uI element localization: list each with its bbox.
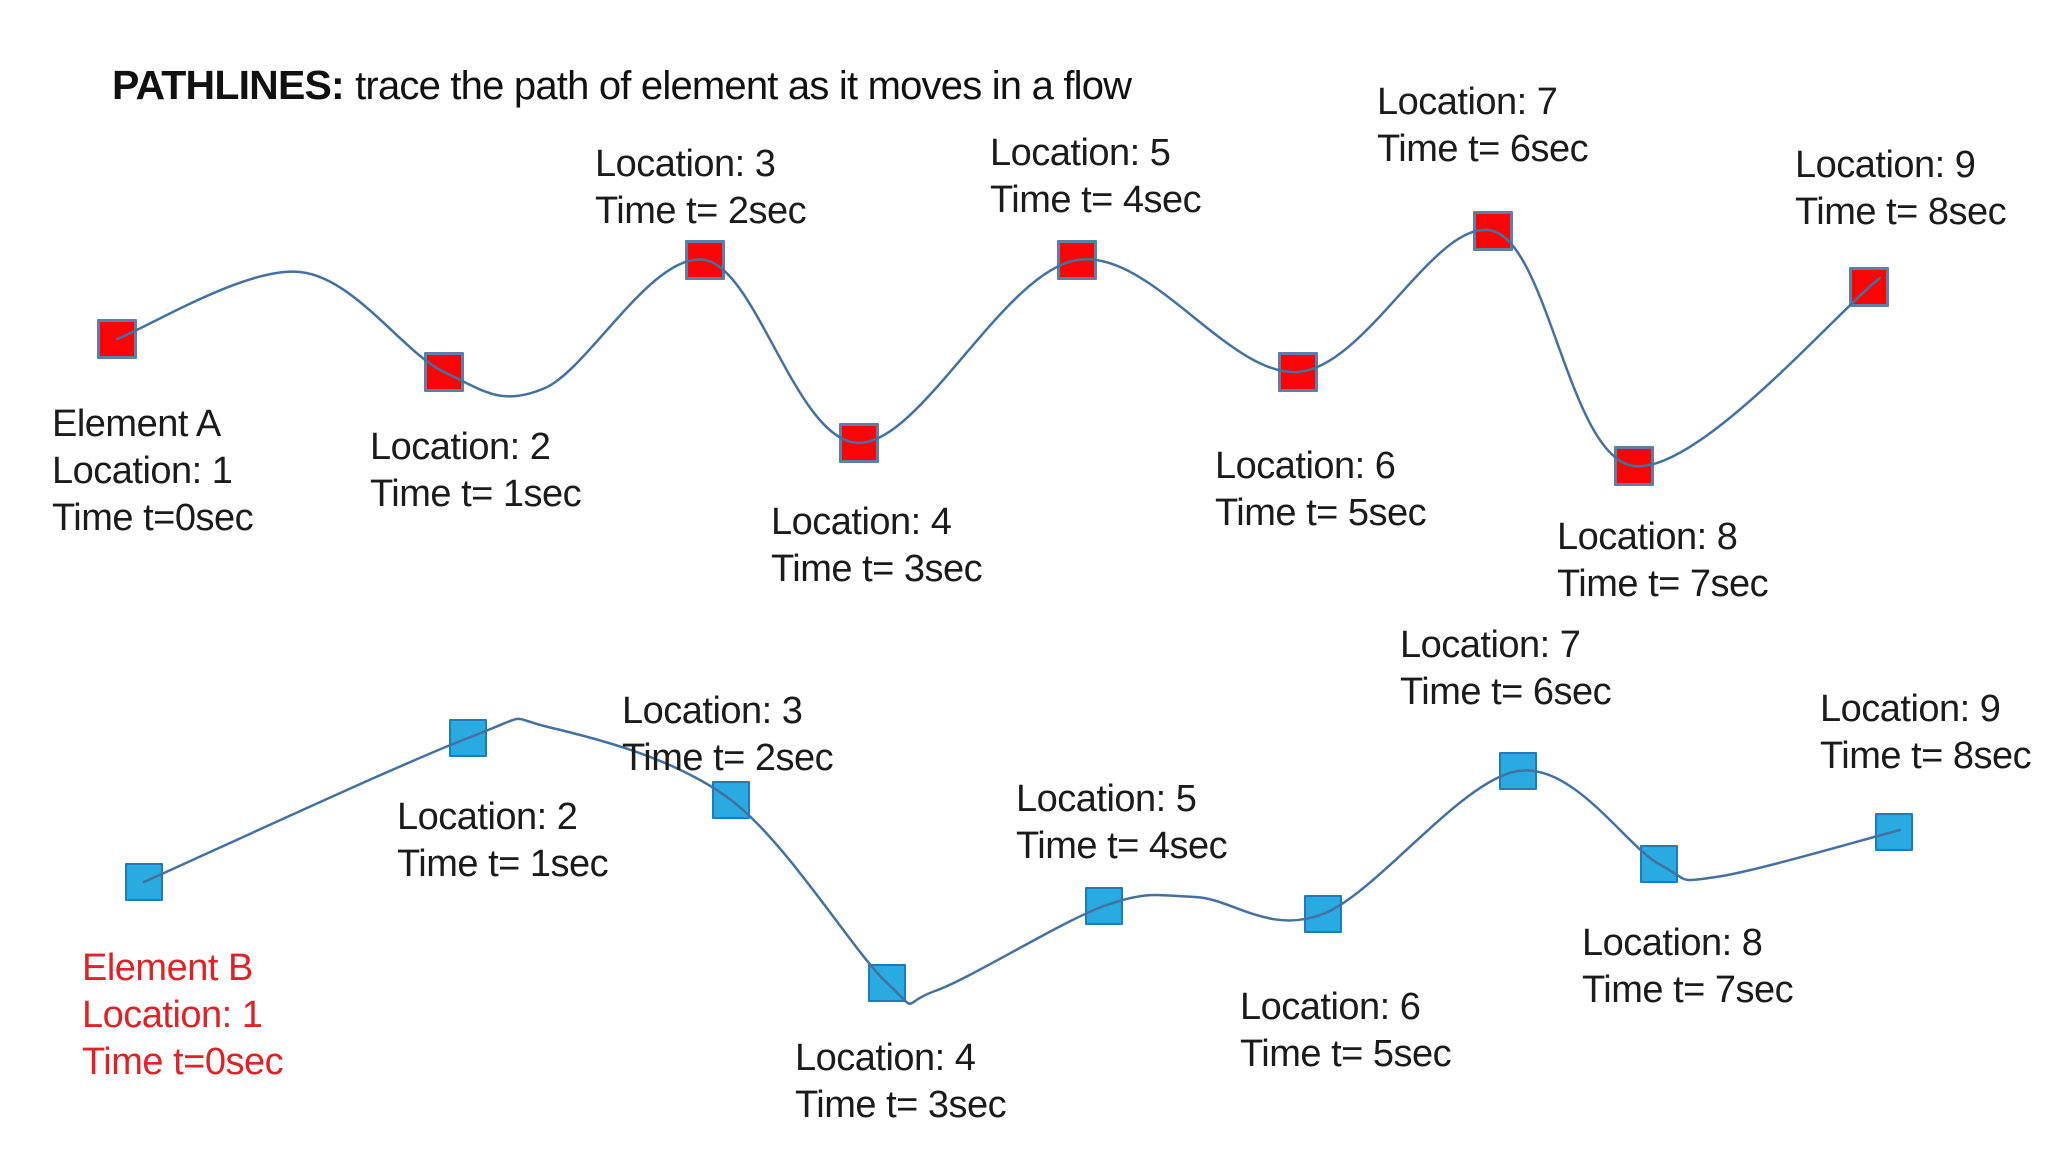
marker-element-a-location-4 — [839, 423, 879, 463]
label-line: Location: 2 — [397, 796, 578, 838]
label-element-a-location-8: Location: 8 Time t= 7sec — [1557, 514, 1769, 608]
label-element-a-location-9: Location: 9 Time t= 8sec — [1795, 142, 2007, 236]
label-element-a-location-4: Location: 4 Time t= 3sec — [771, 499, 983, 593]
label-line: Location: 9 — [1795, 144, 1976, 186]
marker-element-b-location-3 — [712, 781, 750, 819]
label-line: Time t= 4sec — [1016, 825, 1228, 867]
title-description: trace the path of element as it moves in… — [355, 64, 1132, 108]
marker-element-a-location-6 — [1278, 352, 1318, 392]
label-element-a-location-3: Location: 3 Time t= 2sec — [595, 141, 807, 235]
label-line: Time t=0sec — [52, 497, 254, 539]
label-line: Location: 3 — [595, 143, 776, 185]
label-line: Location: 7 — [1400, 624, 1581, 666]
marker-element-a-location-5 — [1057, 240, 1097, 280]
marker-element-b-location-1 — [125, 863, 163, 901]
marker-element-b-location-7 — [1499, 752, 1537, 790]
label-line: Time t= 4sec — [990, 179, 1202, 221]
label-line: Location: 5 — [990, 132, 1171, 174]
marker-element-a-location-1 — [97, 319, 137, 359]
label-line: Time t= 5sec — [1215, 492, 1427, 534]
label-line: Time t= 2sec — [622, 737, 834, 779]
label-element-b-location-5: Location: 5 Time t= 4sec — [1016, 776, 1228, 870]
label-line: Location: 1 — [52, 450, 233, 492]
label-element-a-location-1: Element A Location: 1 Time t=0sec — [52, 401, 254, 542]
label-element-b-location-3: Location: 3 Time t= 2sec — [622, 688, 834, 782]
label-line: Location: 3 — [622, 690, 803, 732]
label-element-b-location-7: Location: 7 Time t= 6sec — [1400, 622, 1612, 716]
page-title: PATHLINES:trace the path of element as i… — [112, 62, 1132, 109]
marker-element-a-location-7 — [1473, 211, 1513, 251]
label-element-b-location-4: Location: 4 Time t= 3sec — [795, 1035, 1007, 1129]
label-element-a-location-7: Location: 7 Time t= 6sec — [1377, 79, 1589, 173]
marker-element-a-location-2 — [424, 352, 464, 392]
marker-element-b-location-4 — [868, 964, 906, 1002]
label-line: Location: 5 — [1016, 778, 1197, 820]
label-line: Time t= 5sec — [1240, 1033, 1452, 1075]
label-line: Location: 2 — [370, 426, 551, 468]
label-line: Location: 6 — [1240, 986, 1421, 1028]
label-line: Location: 4 — [795, 1037, 976, 1079]
label-line: Time t=0sec — [82, 1041, 284, 1083]
label-line: Time t= 3sec — [795, 1084, 1007, 1126]
label-line: Element B — [82, 947, 253, 989]
label-line: Element A — [52, 403, 221, 445]
label-line: Time t= 6sec — [1400, 671, 1612, 713]
label-line: Location: 6 — [1215, 445, 1396, 487]
label-element-a-location-6: Location: 6 Time t= 5sec — [1215, 443, 1427, 537]
label-element-a-location-5: Location: 5 Time t= 4sec — [990, 130, 1202, 224]
label-line: Time t= 3sec — [771, 548, 983, 590]
label-line: Time t= 2sec — [595, 190, 807, 232]
marker-element-b-location-5 — [1085, 887, 1123, 925]
label-element-b-location-9: Location: 9 Time t= 8sec — [1820, 686, 2032, 780]
label-line: Location: 7 — [1377, 81, 1558, 123]
label-line: Time t= 6sec — [1377, 128, 1589, 170]
label-line: Time t= 7sec — [1557, 563, 1769, 605]
marker-element-a-location-9 — [1849, 267, 1889, 307]
label-element-b-location-8: Location: 8 Time t= 7sec — [1582, 920, 1794, 1014]
label-line: Time t= 1sec — [397, 843, 609, 885]
label-line: Time t= 8sec — [1820, 735, 2032, 777]
label-line: Location: 8 — [1582, 922, 1763, 964]
label-element-b-location-2: Location: 2 Time t= 1sec — [397, 794, 609, 888]
label-element-b-location-6: Location: 6 Time t= 5sec — [1240, 984, 1452, 1078]
title-keyword: PATHLINES: — [112, 62, 345, 108]
marker-element-b-location-9 — [1875, 813, 1913, 851]
label-element-b-location-1: Element B Location: 1 Time t=0sec — [82, 945, 284, 1086]
label-line: Location: 1 — [82, 994, 263, 1036]
marker-element-a-location-8 — [1614, 446, 1654, 486]
label-line: Time t= 1sec — [370, 473, 582, 515]
label-element-a-location-2: Location: 2 Time t= 1sec — [370, 424, 582, 518]
label-line: Location: 9 — [1820, 688, 2001, 730]
marker-element-b-location-2 — [449, 719, 487, 757]
label-line: Time t= 7sec — [1582, 969, 1794, 1011]
marker-element-b-location-8 — [1640, 845, 1678, 883]
marker-element-a-location-3 — [685, 240, 725, 280]
label-line: Time t= 8sec — [1795, 191, 2007, 233]
marker-element-b-location-6 — [1304, 895, 1342, 933]
label-line: Location: 8 — [1557, 516, 1738, 558]
label-line: Location: 4 — [771, 501, 952, 543]
